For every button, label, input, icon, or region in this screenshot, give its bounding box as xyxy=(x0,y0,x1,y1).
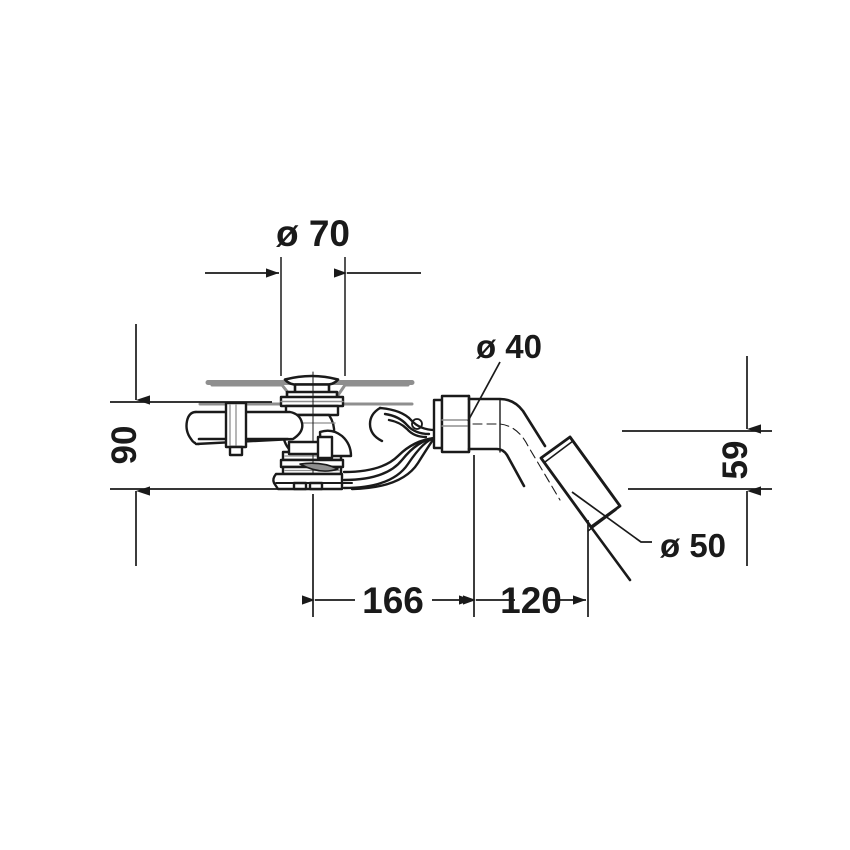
dimension-layer xyxy=(110,257,772,617)
dimension-lengths-bottom xyxy=(302,455,589,617)
overflow-pipe xyxy=(185,401,304,457)
label-length-120: 120 xyxy=(500,580,562,621)
product-geometry xyxy=(185,371,632,582)
siphon-base xyxy=(272,462,353,491)
outlet-pipe-tail xyxy=(568,435,632,582)
label-height-59: 59 xyxy=(716,441,755,480)
drain-cover xyxy=(283,374,340,399)
outlet-coupling xyxy=(432,394,471,454)
outlet-elbow xyxy=(467,394,561,501)
leader-diameter-40 xyxy=(467,361,501,422)
dimension-text-layer: ø 70 ø 40 ø 50 90 59 166 120 xyxy=(105,213,755,621)
siphon-body xyxy=(342,406,438,491)
label-length-166: 166 xyxy=(362,580,424,621)
lever-stub xyxy=(287,429,353,460)
leader-diameter-50 xyxy=(571,491,652,543)
label-diameter-50: ø 50 xyxy=(660,527,726,564)
label-diameter-70: ø 70 xyxy=(276,213,350,254)
label-height-90: 90 xyxy=(105,426,144,465)
dimension-diameter-70 xyxy=(205,257,421,376)
dimension-height-59 xyxy=(622,356,772,566)
dimension-height-90 xyxy=(110,324,280,566)
label-diameter-40: ø 40 xyxy=(476,328,542,365)
